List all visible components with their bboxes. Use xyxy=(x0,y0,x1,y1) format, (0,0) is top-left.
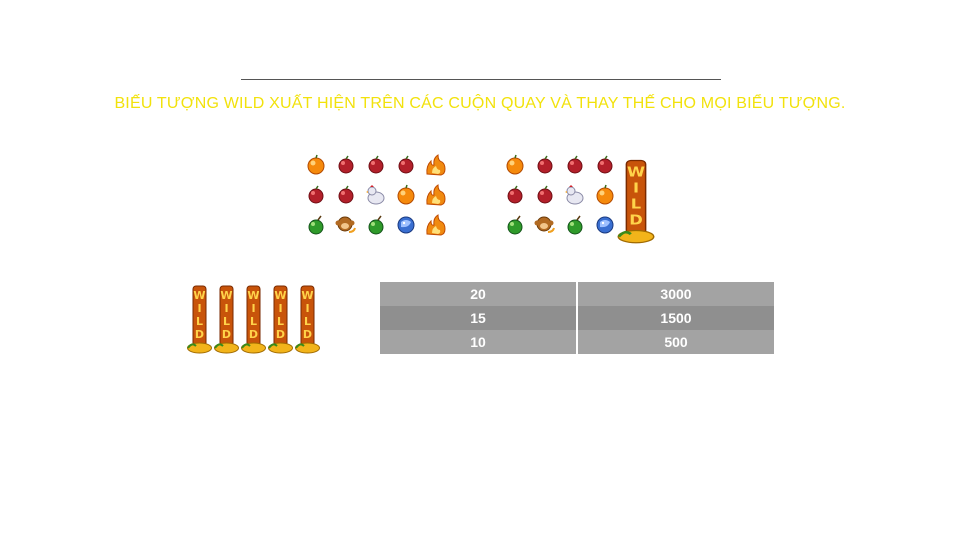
orange-icon xyxy=(301,150,331,180)
payout-value: 1500 xyxy=(577,306,774,330)
apple-icon xyxy=(301,180,331,210)
payout-value: 500 xyxy=(577,330,774,354)
pear-icon xyxy=(301,210,331,240)
wild-description: BIẾU TƯỢNG WILD XUẤT HIỆN TRÊN CÁC CUỘN … xyxy=(114,95,846,112)
wild-symbols-row xyxy=(186,284,322,354)
wild-icon xyxy=(294,284,321,354)
pear-icon xyxy=(361,210,391,240)
chicken-icon xyxy=(361,180,391,210)
apple-icon xyxy=(391,150,421,180)
wild-icon xyxy=(213,284,240,354)
wild-reel-icon xyxy=(616,158,656,244)
monkey-icon xyxy=(530,210,560,240)
monkey-icon xyxy=(331,210,361,240)
reel-grid-before xyxy=(301,150,451,240)
wild-icon xyxy=(267,284,294,354)
payout-value: 3000 xyxy=(577,282,774,306)
apple-icon xyxy=(331,180,361,210)
fire-icon xyxy=(421,210,451,240)
orange-icon xyxy=(500,150,530,180)
wild-icon xyxy=(240,284,267,354)
symbol-count: 15 xyxy=(380,306,578,330)
chicken-icon xyxy=(560,180,590,210)
fire-icon xyxy=(421,180,451,210)
header-divider xyxy=(241,79,721,80)
orange-icon xyxy=(391,180,421,210)
symbol-count: 20 xyxy=(380,282,578,306)
pear-icon xyxy=(500,210,530,240)
apple-icon xyxy=(500,180,530,210)
apple-icon xyxy=(530,180,560,210)
wild-icon xyxy=(186,284,213,354)
fire-icon xyxy=(421,150,451,180)
apple-icon xyxy=(361,150,391,180)
dragon-icon xyxy=(391,210,421,240)
apple-icon xyxy=(560,150,590,180)
pear-icon xyxy=(560,210,590,240)
symbol-count: 10 xyxy=(380,330,578,354)
apple-icon xyxy=(530,150,560,180)
apple-icon xyxy=(331,150,361,180)
